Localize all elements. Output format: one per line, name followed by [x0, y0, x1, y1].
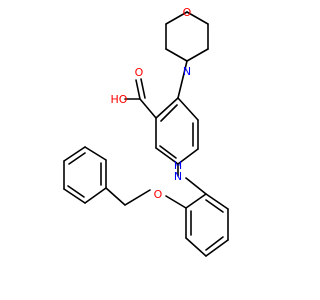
atom-label: N	[183, 65, 191, 78]
atom-label: HO	[111, 93, 128, 106]
atom-label: O	[135, 66, 144, 79]
bond-lines	[63, 11, 229, 257]
atom-label: O	[183, 6, 192, 19]
atom-label: O	[154, 188, 163, 201]
